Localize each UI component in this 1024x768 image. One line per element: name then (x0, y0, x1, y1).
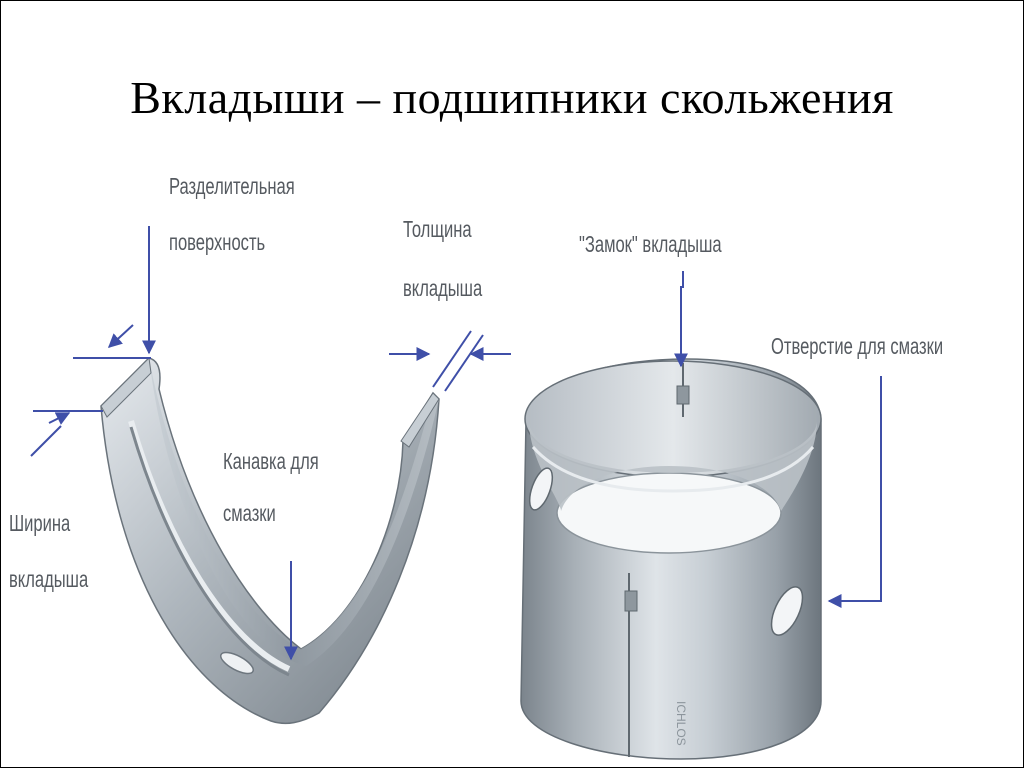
full-bearing: ICHLOS (520, 358, 822, 760)
svg-text:ICHLOS: ICHLOS (674, 701, 688, 746)
label-oil-groove-line1: Канавка для (223, 448, 319, 474)
annotation-lines (30, 226, 882, 661)
label-oil-groove-line2: смазки (223, 500, 276, 526)
label-oil-hole: Отверстие для смазки (771, 333, 944, 359)
label-split-surface-line1: Разделительная (169, 173, 295, 199)
label-width-line1: Ширина (9, 510, 71, 536)
half-shell (100, 356, 440, 725)
label-lock: "Замок" вкладыша (579, 231, 722, 257)
label-thickness-line2: вкладыша (403, 275, 483, 301)
label-split-surface-line2: поверхность (169, 229, 266, 255)
label-width-line2: вкладыша (9, 566, 89, 592)
slide-title: Вкладыши – подшипники скольжения (130, 72, 894, 123)
label-thickness-line1: Толщина (403, 216, 472, 242)
